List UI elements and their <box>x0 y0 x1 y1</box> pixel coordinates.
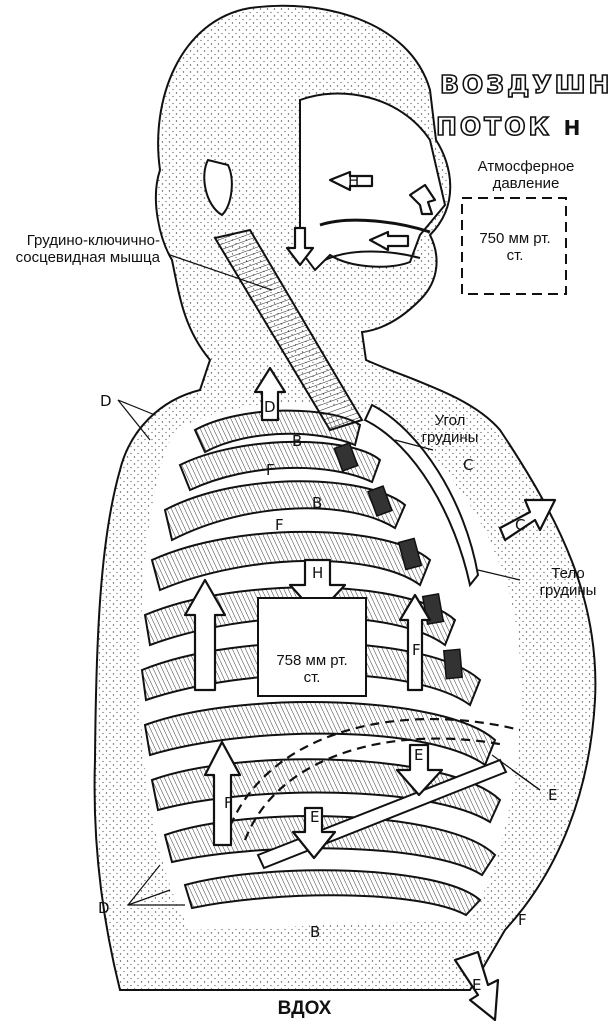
letter-d-neck: D <box>264 398 276 416</box>
title-line2: ПОТОК Н <box>436 112 583 141</box>
title-line2-suffix: Н <box>564 116 584 140</box>
letter-f-3: F <box>412 641 421 659</box>
sternum-body-label: Тело грудины <box>528 565 608 599</box>
letter-e-3: E <box>548 786 557 804</box>
letter-f-4: F <box>224 794 233 812</box>
letter-f-2: F <box>275 516 284 534</box>
atmospheric-label: Атмосферное давление <box>456 158 596 192</box>
letter-e-4: E <box>472 976 481 994</box>
letter-f-5: F <box>518 911 527 929</box>
letter-c-2: C <box>515 516 525 534</box>
letter-f-1: F <box>266 461 275 479</box>
sternal-angle-label: Угол грудины <box>420 412 480 446</box>
letter-e-2: E <box>414 746 423 764</box>
inside-pressure-label: 758 мм рт. ст. <box>268 652 356 686</box>
caption: ВДОХ <box>0 998 609 1020</box>
letter-b-2: B <box>312 494 322 512</box>
letter-e-1: E <box>310 808 319 826</box>
letter-d-top: D <box>100 392 112 410</box>
letter-b-3: B <box>310 923 320 941</box>
outside-pressure-label: 750 мм рт. ст. <box>470 230 560 264</box>
letter-d-bottom: D <box>98 899 110 917</box>
letter-h-airway: H <box>348 172 359 190</box>
letter-b-1: B <box>292 432 302 450</box>
letter-h-1: H <box>312 564 323 582</box>
title-line1: ВОЗДУШН <box>440 70 609 99</box>
title-line2-text: ПОТОК <box>436 112 552 141</box>
letter-c-1: C <box>463 456 473 474</box>
muscle-label: Грудино-ключично-сосцевидная мышца <box>10 232 160 266</box>
